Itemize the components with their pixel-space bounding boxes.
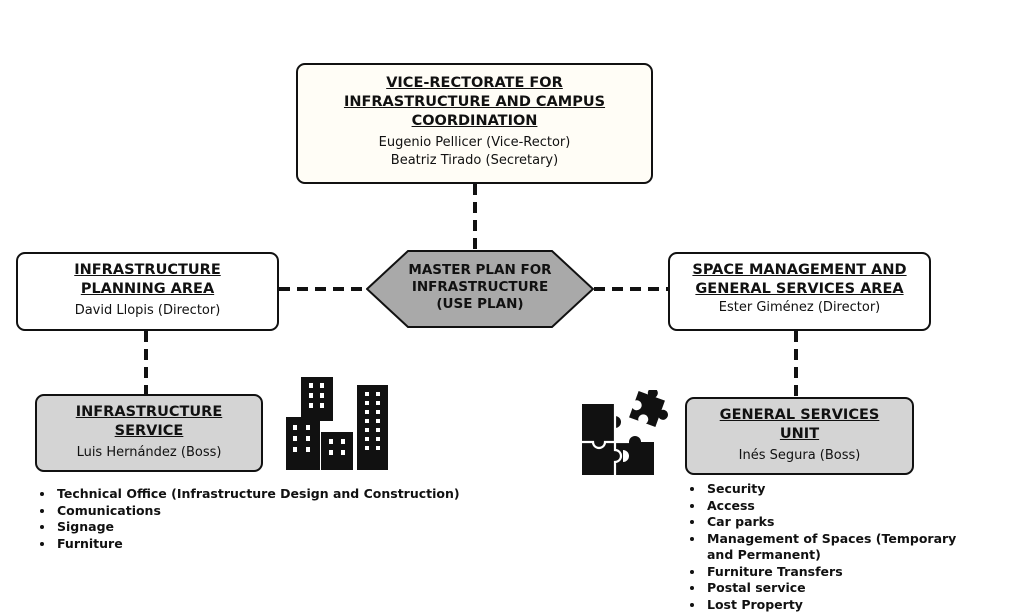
infra-service-title-line-2: SERVICE (37, 422, 261, 441)
list-item: Lost Property (705, 597, 980, 613)
space-management-box: SPACE MANAGEMENT AND GENERAL SERVICES AR… (668, 252, 931, 331)
master-plan-line-2: INFRASTRUCTURE (366, 279, 594, 296)
vice-rector-name: Eugenio Pellicer (Vice-Rector) (298, 134, 651, 152)
list-item: Car parks (705, 514, 980, 531)
general-services-title-line-2: UNIT (687, 425, 912, 444)
master-plan-line-3: (USE PLAN) (366, 296, 594, 313)
buildings-icon (285, 376, 389, 471)
vice-rectorate-title-line-3: COORDINATION (298, 112, 651, 131)
space-management-director: Ester Giménez (Director) (670, 299, 929, 317)
list-item: Access (705, 498, 980, 515)
general-services-list: Security Access Car parks Management of … (687, 481, 980, 613)
secretary-name: Beatriz Tirado (Secretary) (298, 152, 651, 170)
list-item: Security (705, 481, 980, 498)
general-services-box: GENERAL SERVICES UNIT Inés Segura (Boss) (685, 397, 914, 475)
infra-service-title-line-1: INFRASTRUCTURE (37, 403, 261, 422)
vice-rectorate-box: VICE-RECTORATE FOR INFRASTRUCTURE AND CA… (296, 63, 653, 184)
general-services-title-line-1: GENERAL SERVICES (687, 406, 912, 425)
vice-rectorate-title-line-2: INFRASTRUCTURE AND CAMPUS (298, 93, 651, 112)
list-item: Signage (55, 519, 475, 536)
general-services-boss: Inés Segura (Boss) (687, 447, 912, 465)
infra-service-list: Technical Office (Infrastructure Design … (37, 486, 475, 552)
infra-planning-title-line-2: PLANNING AREA (18, 280, 277, 299)
master-plan-line-1: MASTER PLAN FOR (366, 262, 594, 279)
list-item: Comunications (55, 503, 475, 520)
infra-planning-title-line-1: INFRASTRUCTURE (18, 261, 277, 280)
list-item: Furniture Transfers (705, 564, 980, 581)
list-item: Management of Spaces (Temporary and Perm… (705, 531, 980, 564)
master-plan-label: MASTER PLAN FOR INFRASTRUCTURE (USE PLAN… (366, 262, 594, 313)
infra-service-box: INFRASTRUCTURE SERVICE Luis Hernández (B… (35, 394, 263, 472)
list-item: Postal service (705, 580, 980, 597)
list-item: Technical Office (Infrastructure Design … (55, 486, 475, 503)
space-management-title-line-1: SPACE MANAGEMENT AND (670, 261, 929, 280)
vice-rectorate-title-line-1: VICE-RECTORATE FOR (298, 74, 651, 93)
infra-planning-box: INFRASTRUCTURE PLANNING AREA David Llopi… (16, 252, 279, 331)
puzzle-icon (581, 390, 669, 476)
space-management-title-line-2: GENERAL SERVICES AREA (670, 280, 929, 299)
infra-planning-director: David Llopis (Director) (18, 302, 277, 320)
list-item: Furniture (55, 536, 475, 553)
infra-service-boss: Luis Hernández (Boss) (37, 444, 261, 462)
